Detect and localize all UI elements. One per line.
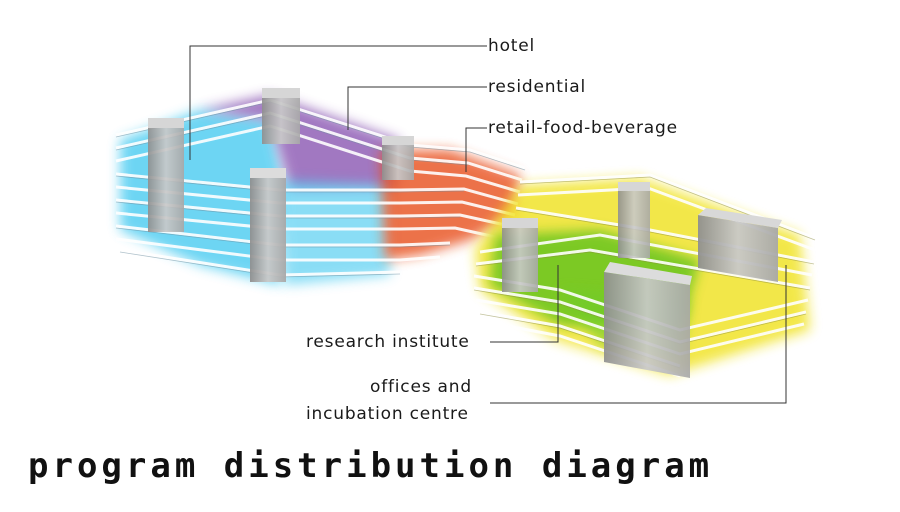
retail-volume — [380, 150, 520, 260]
core-tower — [262, 88, 300, 98]
left-cores — [148, 88, 414, 282]
offices-leader-line — [490, 265, 787, 404]
core-tower — [604, 272, 690, 378]
research-institute-label: research institute — [306, 332, 470, 352]
core-tower — [698, 208, 782, 228]
offices-label-line1: offices and — [370, 377, 472, 397]
core-tower — [604, 262, 692, 285]
retail-food-beverage-label: retail-food-beverage — [488, 118, 678, 138]
hotel-lower-volume — [280, 180, 390, 285]
core-tower — [382, 136, 414, 145]
core-tower — [148, 118, 184, 128]
left-slab-edges — [115, 101, 526, 278]
core-tower — [250, 172, 286, 282]
right-cores — [502, 182, 782, 378]
core-tower — [502, 218, 538, 228]
residential-leader-line — [347, 86, 487, 130]
core-tower — [618, 182, 650, 191]
core-tower — [382, 140, 414, 180]
core-tower — [148, 122, 184, 232]
hotel-label: hotel — [488, 36, 536, 56]
offices-label-line2: incubation centre — [306, 404, 469, 424]
core-tower — [698, 215, 778, 282]
diagram-title: program distribution diagram — [28, 446, 714, 486]
left-floor-slabs — [115, 98, 526, 277]
leader-lines — [189, 45, 787, 404]
hotel-leader-line — [189, 45, 487, 160]
research-leader-line — [490, 265, 559, 343]
core-tower — [502, 222, 538, 292]
core-tower — [618, 186, 650, 258]
residential-label: residential — [488, 77, 587, 97]
core-tower — [262, 92, 300, 144]
retail-leader-line — [465, 127, 487, 172]
core-tower — [250, 168, 286, 178]
